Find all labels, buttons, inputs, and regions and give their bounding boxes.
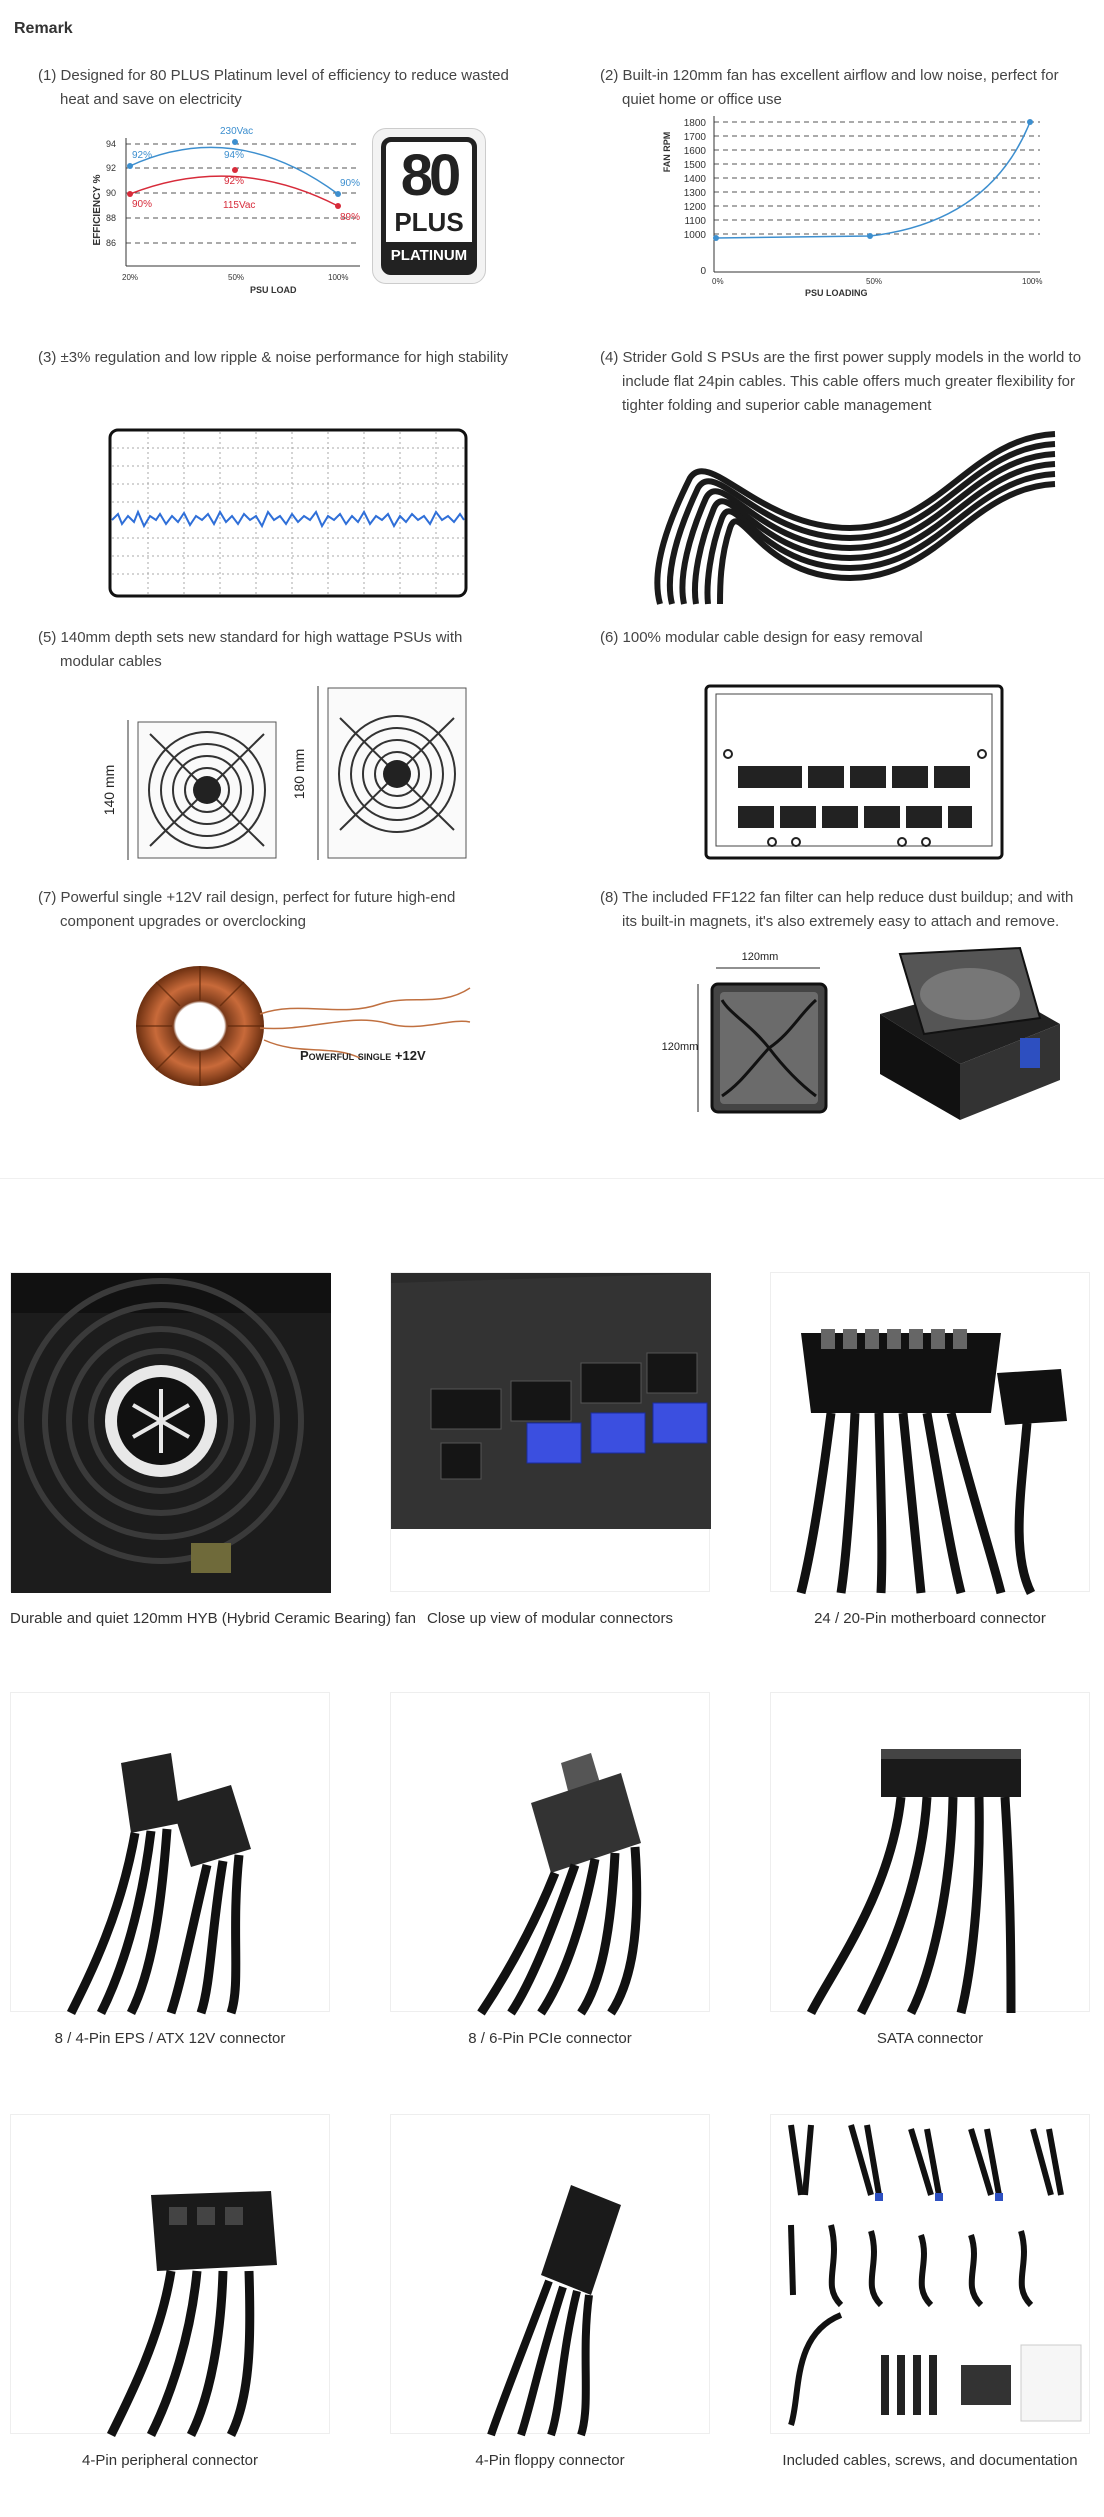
remark-item-3: (3) ±3% regulation and low ripple & nois… [38,349,509,366]
svg-text:1200: 1200 [684,202,707,213]
svg-text:86: 86 [106,238,116,248]
gallery-caption-1: Close up view of modular connectors [427,1610,673,1627]
svg-text:120mm: 120mm [662,1041,699,1053]
pcie-connector-icon [477,1753,642,2016]
svg-text:1700: 1700 [684,132,707,143]
svg-text:94%: 94% [224,150,244,161]
gallery-image-6[interactable] [10,2114,330,2438]
efficiency-chart: EFFICIENCY % 94 92 90 88 86 20% 50% 100%… [92,126,360,295]
svg-text:1600: 1600 [684,146,707,157]
svg-text:100%: 100% [1022,277,1042,286]
psu-dimension-drawing: 140 mm 180 mm [101,686,467,860]
sata-connector-icon [806,1749,1021,2016]
gallery-caption-7: 4-Pin floppy connector [475,2452,625,2469]
toroid-coil-icon: Powerful single +12V [136,966,471,1086]
remark-item-5: (5) 140mm depth sets new standard for hi… [38,629,463,670]
remark-item-8: (8) The included FF122 fan filter can he… [600,889,1074,930]
flat-cable-icon [654,431,1056,605]
series-115vac [129,175,339,207]
remark-title: Remark [14,20,73,37]
fan-rpm-chart: FAN RPM 1800 1700 1600 1500 1400 1300 12… [662,116,1042,298]
gallery-image-0[interactable] [10,1272,331,1593]
efficiency-ylabel: EFFICIENCY % [92,174,103,245]
floppy-connector-icon [487,2185,621,2437]
gallery-caption-4: 8 / 6-Pin PCIe connector [468,2030,632,2047]
svg-text:180 mm: 180 mm [291,749,307,800]
svg-text:92%: 92% [132,150,152,161]
ripple-oscilloscope-icon [108,428,468,598]
svg-text:89%: 89% [340,212,360,223]
svg-text:115Vac: 115Vac [223,200,255,211]
gallery-caption-8: Included cables, screws, and documentati… [782,2452,1078,2469]
svg-text:20%: 20% [122,273,138,282]
gallery-caption-0: Durable and quiet 120mm HYB (Hybrid Cera… [10,1610,417,1627]
svg-text:94: 94 [106,139,116,149]
gallery-image-4[interactable] [390,1692,710,2016]
rail-label: Powerful single +12V [300,1048,426,1063]
fan-ylabel: FAN RPM [662,132,672,173]
gallery-image-5[interactable] [770,1692,1090,2016]
svg-text:88: 88 [106,213,116,223]
series-230vac [129,146,339,195]
gallery-caption-5: SATA connector [876,2030,984,2047]
svg-text:0: 0 [700,266,706,277]
gallery-image-3[interactable] [10,1692,330,2016]
svg-text:90%: 90% [132,199,152,210]
svg-text:50%: 50% [866,277,882,286]
svg-text:100%: 100% [328,273,348,282]
svg-text:92: 92 [106,163,116,173]
gallery-caption-3: 8 / 4-Pin EPS / ATX 12V connector [54,2030,286,2047]
80plus-platinum-badge: 80 PLUS PLATINUM [372,128,486,284]
accessories-icon [788,2124,1082,2426]
svg-text:1300: 1300 [684,188,707,199]
fan-curve [715,121,1031,239]
svg-text:1100: 1100 [684,216,706,227]
section-divider [0,1178,1104,1179]
svg-text:120mm: 120mm [742,951,779,963]
modular-connectors-icon [391,1273,711,1529]
fan-xlabel: PSU LOADING [805,288,868,298]
molex-connector-icon [106,2191,277,2438]
svg-text:0%: 0% [712,277,724,286]
svg-text:1500: 1500 [684,160,707,171]
gallery-image-7[interactable] [390,2114,710,2437]
modular-panel-icon [704,684,1004,860]
atx-connector-icon [796,1329,1067,1596]
svg-text:1000: 1000 [684,230,707,241]
svg-text:92%: 92% [224,176,244,187]
gallery-caption-2: 24 / 20-Pin motherboard connector [814,1610,1046,1627]
svg-text:140 mm: 140 mm [101,765,117,816]
svg-text:90%: 90% [340,178,360,189]
gallery-image-2[interactable] [770,1272,1090,1596]
remark-item-1: (1) Designed for 80 PLUS Platinum level … [38,67,509,108]
fan-closeup-icon [11,1273,331,1593]
remark-item-4: (4) Strider Gold S PSUs are the first po… [600,349,1082,414]
svg-text:90: 90 [106,188,116,198]
svg-text:230Vac: 230Vac [220,126,253,137]
svg-text:1800: 1800 [684,118,707,129]
gallery-caption-6: 4-Pin peripheral connector [82,2452,258,2469]
remark-item-6: (6) 100% modular cable design for easy r… [600,629,923,646]
gallery-image-8[interactable] [770,2114,1090,2434]
svg-text:50%: 50% [228,273,244,282]
efficiency-xlabel: PSU LOAD [250,285,297,295]
fan-filter-icon: 120mm 120mm [662,946,1060,1120]
remark-item-2: (2) Built-in 120mm fan has excellent air… [600,67,1059,108]
remark-item-7: (7) Powerful single +12V rail design, pe… [38,889,456,930]
svg-text:1400: 1400 [684,174,707,185]
eps-connector-icon [66,1753,251,2016]
gallery-image-1[interactable] [390,1272,711,1592]
